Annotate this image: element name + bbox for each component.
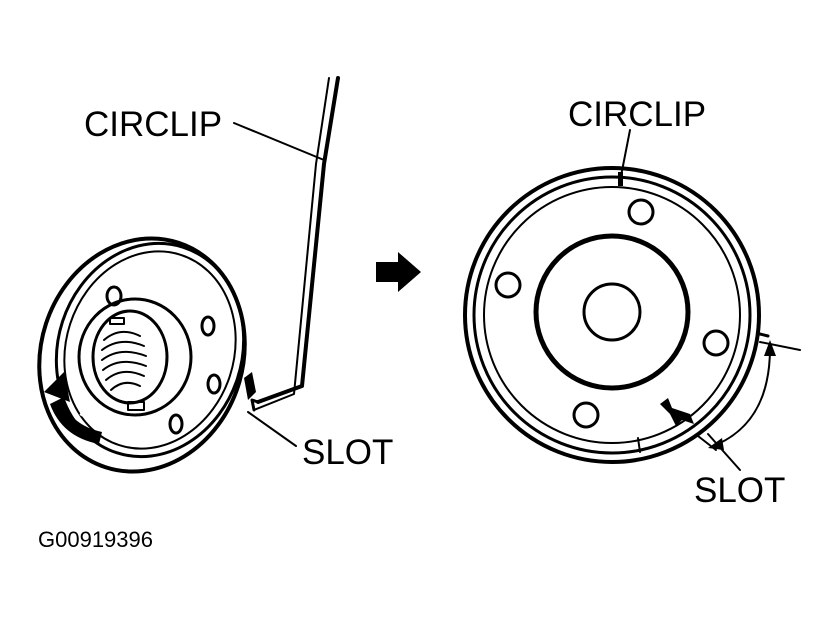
left-slot-label: SLOT <box>302 433 393 472</box>
circlip-end <box>660 398 694 426</box>
angle-dimension <box>697 340 801 451</box>
right-slot-label: SLOT <box>694 471 785 510</box>
slot-leader-line <box>707 433 741 471</box>
thread-lines <box>101 330 147 391</box>
left-circlip-label: CIRCLIP <box>84 105 222 144</box>
circlip-gap-mark <box>618 172 623 186</box>
circlip-leader-line <box>233 122 325 161</box>
hub-hole <box>627 198 655 226</box>
hub-hole <box>200 315 216 337</box>
hub-hole <box>702 329 730 357</box>
slot-leader-line <box>247 411 297 447</box>
left-hub-assembly <box>37 236 256 474</box>
figure-code: G00919396 <box>38 527 153 552</box>
hub-hole <box>494 271 522 299</box>
left-circlip-wire <box>250 76 340 412</box>
hub-hole <box>105 285 123 307</box>
right-hub-face <box>463 166 770 464</box>
hub-hole <box>168 413 184 435</box>
hub-hole <box>572 401 600 429</box>
right-arrow-icon <box>376 252 421 292</box>
curved-arrow-icon <box>44 372 102 444</box>
right-circlip-label: CIRCLIP <box>568 95 706 134</box>
left-slot-notch <box>244 372 256 400</box>
circlip-leader-line <box>620 129 631 177</box>
hub-hole <box>206 373 222 395</box>
